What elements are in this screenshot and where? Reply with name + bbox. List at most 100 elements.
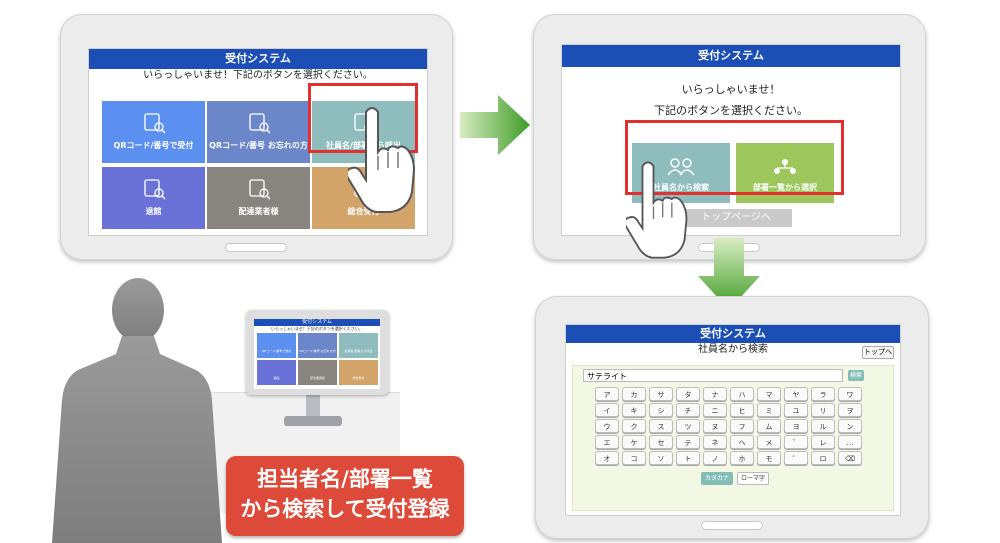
keyboard-key[interactable]: ナ bbox=[703, 387, 727, 401]
person-silhouette bbox=[52, 278, 222, 543]
keyboard-key[interactable]: ゜ bbox=[784, 451, 808, 465]
keyboard-key[interactable]: ス bbox=[649, 419, 673, 433]
keyboard-key[interactable]: … bbox=[838, 435, 862, 449]
keyboard-key[interactable]: モ bbox=[757, 451, 781, 465]
keyboard-key[interactable]: エ bbox=[595, 435, 619, 449]
keyboard-key[interactable]: キ bbox=[622, 403, 646, 417]
keyboard-key[interactable]: ヌ bbox=[703, 419, 727, 433]
romaji-mode-button[interactable]: ローマ字 bbox=[737, 472, 769, 485]
keyboard-key[interactable]: オ bbox=[595, 451, 619, 465]
keyboard-key[interactable]: マ bbox=[757, 387, 781, 401]
search-title-bar: 受付システム bbox=[566, 325, 900, 343]
keyboard-key[interactable]: ネ bbox=[703, 435, 727, 449]
top-page-button[interactable]: トップページへ bbox=[680, 209, 792, 227]
keyboard-key[interactable]: イ bbox=[595, 403, 619, 417]
keyboard-key[interactable]: ヤ bbox=[784, 387, 808, 401]
home-greeting: いらっしゃいませ！下記のボタンを選択ください。 bbox=[143, 70, 373, 81]
home-tile-1[interactable]: QRコード/番号 お忘れの方 bbox=[207, 101, 310, 163]
keyboard-key[interactable]: ロ bbox=[811, 451, 835, 465]
home-tile-label: 退館 bbox=[145, 207, 162, 216]
select-department-label: 部署一覧から選択 bbox=[753, 183, 817, 192]
select-greeting-2: 下記のボタンを選択ください。 bbox=[654, 104, 808, 117]
keyboard-key[interactable]: ソ bbox=[649, 451, 673, 465]
search-submit-label: 検索 bbox=[849, 372, 862, 379]
home-tile-label: 配達業者様 bbox=[238, 207, 279, 216]
kiosk-tile-label: QRコード/番号で受付 bbox=[261, 349, 292, 353]
keyboard-key[interactable]: ツ bbox=[676, 419, 700, 433]
search-input-value: サテライト bbox=[587, 372, 627, 381]
keyboard-key[interactable]: コ bbox=[622, 451, 646, 465]
katakana-mode-button[interactable]: カタカナ bbox=[701, 472, 733, 485]
keyboard-key[interactable]: ヨ bbox=[784, 419, 808, 433]
banner-line-1: 担当者名/部署一覧 bbox=[257, 467, 433, 491]
back-to-top-button[interactable]: トップへ bbox=[862, 346, 894, 359]
arrow-down-icon bbox=[698, 238, 760, 310]
keyboard-key[interactable]: ケ bbox=[622, 435, 646, 449]
name-search-screen: 受付システム 社員名から検索 トップへ サテライト 検索 アカサタナハマヤラワイ… bbox=[565, 324, 901, 516]
keyboard-key[interactable]: ア bbox=[595, 387, 619, 401]
keyboard-key[interactable]: ル bbox=[811, 419, 835, 433]
keyboard-key[interactable]: ヲ bbox=[838, 403, 862, 417]
people-icon bbox=[667, 158, 695, 176]
keyboard-key[interactable]: ク bbox=[622, 419, 646, 433]
kiosk-tile-4[interactable]: 配達業者様 bbox=[298, 360, 337, 385]
home-tile-0[interactable]: QRコード/番号で受付 bbox=[102, 101, 205, 163]
keyboard-key[interactable]: フ bbox=[730, 419, 754, 433]
katakana-mode-label: カタカナ bbox=[704, 475, 729, 482]
keyboard-key[interactable]: ワ bbox=[838, 387, 862, 401]
kiosk-tile-0[interactable]: QRコード/番号で受付 bbox=[257, 333, 296, 358]
select-title: 受付システム bbox=[698, 49, 764, 62]
kiosk-tile-label: 退館 bbox=[273, 376, 280, 380]
keyboard-key[interactable]: カ bbox=[622, 387, 646, 401]
keyboard-key[interactable]: ハ bbox=[730, 387, 754, 401]
keyboard-key[interactable]: ン bbox=[838, 419, 862, 433]
search-submit-button[interactable]: 検索 bbox=[848, 370, 864, 381]
keyboard-key[interactable]: ⌫ bbox=[838, 451, 862, 465]
search-input[interactable]: サテライト bbox=[583, 369, 843, 382]
keyboard-key[interactable]: ウ bbox=[595, 419, 619, 433]
search-title: 受付システム bbox=[700, 327, 766, 340]
keyboard-key[interactable]: ム bbox=[757, 419, 781, 433]
kiosk-tile-1[interactable]: QRコード/番号 お忘れの方 bbox=[298, 333, 337, 358]
keyboard-key[interactable]: ミ bbox=[757, 403, 781, 417]
kiosk-tile-label: 総合受付 bbox=[352, 376, 365, 380]
delivery-icon bbox=[248, 179, 271, 200]
kiosk-tile-5[interactable]: 総合受付 bbox=[339, 360, 378, 385]
keyboard-key[interactable]: レ bbox=[811, 435, 835, 449]
keyboard-key[interactable]: ユ bbox=[784, 403, 808, 417]
kiosk-tile-2[interactable]: 社員名/部署から呼出 bbox=[339, 333, 378, 358]
keyboard-key[interactable]: シ bbox=[649, 403, 673, 417]
search-hardware-button bbox=[701, 521, 763, 530]
keyboard-key[interactable]: ニ bbox=[703, 403, 727, 417]
keyboard-key[interactable]: ヘ bbox=[730, 435, 754, 449]
org-chart-icon bbox=[774, 159, 796, 174]
keyboard-key[interactable]: サ bbox=[649, 387, 673, 401]
keyboard-key[interactable]: ノ bbox=[703, 451, 727, 465]
kiosk-tile-3[interactable]: 退館 bbox=[257, 360, 296, 385]
top-page-label: トップページへ bbox=[701, 212, 771, 223]
keyboard-key[interactable]: ラ bbox=[811, 387, 835, 401]
kiosk-title: 受付システム bbox=[302, 319, 332, 325]
qr-search-icon bbox=[143, 113, 166, 134]
home-title-bar: 受付システム bbox=[89, 49, 427, 69]
keyboard-key[interactable]: ホ bbox=[730, 451, 754, 465]
home-tile-label: 総合受付 bbox=[347, 207, 380, 216]
select-greeting-1: いらっしゃいませ！ bbox=[681, 83, 781, 96]
keyboard-key[interactable]: タ bbox=[676, 387, 700, 401]
keyboard-key[interactable]: セ bbox=[649, 435, 673, 449]
home-tile-label: QRコード/番号で受付 bbox=[113, 141, 194, 150]
select-title-bar: 受付システム bbox=[562, 45, 900, 67]
home-tile-3[interactable]: 退館 bbox=[102, 167, 205, 229]
keyboard-key[interactable]: ゛ bbox=[784, 435, 808, 449]
home-tile-label: QRコード/番号 お忘れの方 bbox=[209, 141, 308, 150]
home-title: 受付システム bbox=[225, 52, 291, 65]
keyboard-key[interactable]: メ bbox=[757, 435, 781, 449]
kiosk-title-bar: 受付システム bbox=[254, 319, 380, 326]
keyboard-key[interactable]: テ bbox=[676, 435, 700, 449]
keyboard-key[interactable]: ト bbox=[676, 451, 700, 465]
caption-banner: 担当者名/部署一覧 から検索して受付登録 bbox=[226, 456, 464, 536]
keyboard-key[interactable]: ヒ bbox=[730, 403, 754, 417]
keyboard-key[interactable]: リ bbox=[811, 403, 835, 417]
keyboard-key[interactable]: チ bbox=[676, 403, 700, 417]
home-tile-4[interactable]: 配達業者様 bbox=[207, 167, 310, 229]
